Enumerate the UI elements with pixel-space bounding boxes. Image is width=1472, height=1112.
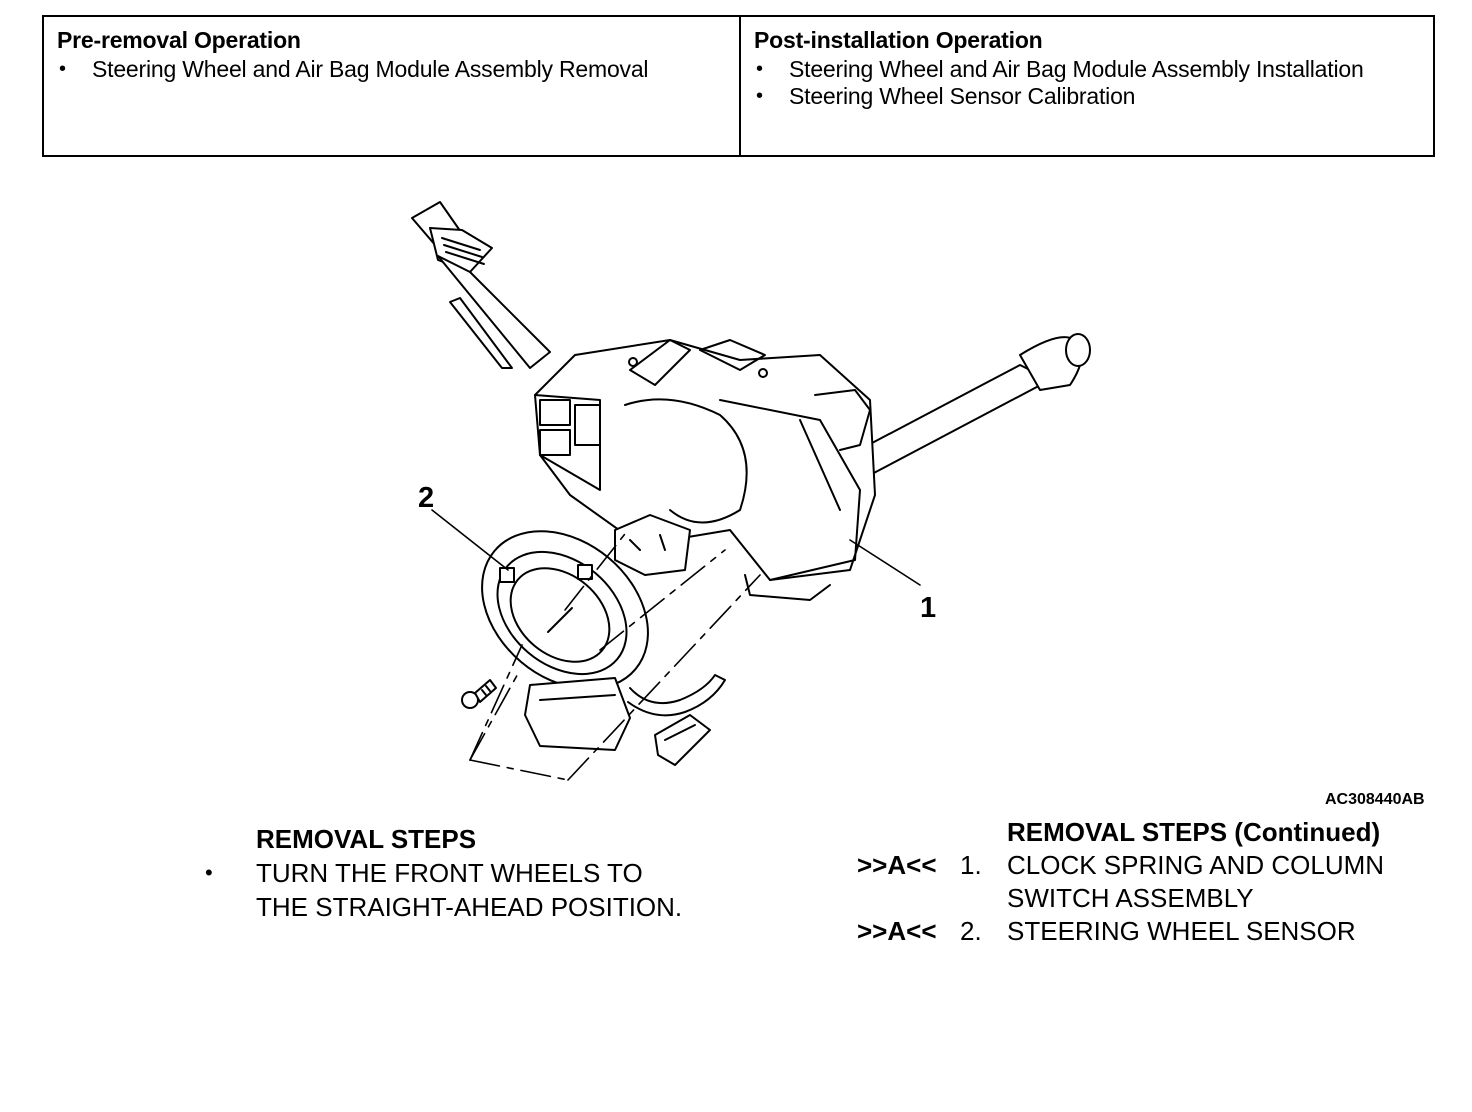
step-number: 1. bbox=[960, 850, 982, 880]
removal-steps-continued: REMOVAL STEPS (Continued) >>A<< 1. CLOCK… bbox=[857, 816, 1427, 948]
post-installation-item: Steering Wheel and Air Bag Module Assemb… bbox=[789, 56, 1364, 82]
screw-illustration bbox=[461, 679, 497, 709]
callout-1-leader bbox=[849, 539, 921, 586]
list-item: • Steering Wheel Sensor Calibration bbox=[754, 83, 1433, 110]
preliminary-step-line: THE STRAIGHT-AHEAD POSITION. bbox=[256, 892, 683, 922]
bullet-icon: • bbox=[205, 860, 213, 885]
post-installation-list: • Steering Wheel and Air Bag Module Asse… bbox=[754, 56, 1433, 110]
pre-removal-cell: Pre-removal Operation • Steering Wheel a… bbox=[44, 17, 741, 155]
pre-removal-list: • Steering Wheel and Air Bag Module Asse… bbox=[57, 56, 739, 83]
right-lever-illustration bbox=[854, 333, 1091, 476]
callout-1: 1 bbox=[920, 592, 937, 624]
step-text: CLOCK SPRING AND COLUMN bbox=[1007, 850, 1385, 880]
left-lever-illustration bbox=[411, 201, 551, 369]
assembly-guide-lines bbox=[469, 529, 761, 781]
step-text: STEERING WHEEL SENSOR bbox=[1007, 916, 1356, 946]
list-item: • Steering Wheel and Air Bag Module Asse… bbox=[754, 56, 1433, 83]
bullet-spacer bbox=[205, 890, 256, 924]
switch-body-illustration bbox=[534, 339, 876, 601]
operations-table: Pre-removal Operation • Steering Wheel a… bbox=[42, 15, 1435, 157]
pre-removal-item: Steering Wheel and Air Bag Module Assemb… bbox=[92, 56, 649, 82]
bullet-icon: • bbox=[756, 58, 763, 80]
step-reference-spacer bbox=[857, 882, 960, 915]
step-reference: >>A<< bbox=[857, 850, 937, 880]
table-row: SWITCH ASSEMBLY bbox=[857, 882, 1427, 915]
callout-2-leader bbox=[431, 509, 509, 571]
list-item: • Steering Wheel and Air Bag Module Asse… bbox=[57, 56, 739, 83]
preliminary-step-line: TURN THE FRONT WHEELS TO bbox=[256, 858, 643, 888]
bullet-icon: • bbox=[756, 85, 763, 107]
step-reference: >>A<< bbox=[857, 916, 937, 946]
figure-code: AC308440AB bbox=[1325, 791, 1425, 808]
removal-steps-heading: REMOVAL STEPS bbox=[256, 824, 477, 854]
list-item: • TURN THE FRONT WHEELS TO bbox=[205, 856, 682, 890]
callout-2: 2 bbox=[418, 482, 435, 514]
post-installation-cell: Post-installation Operation • Steering W… bbox=[741, 17, 1433, 155]
removal-steps-continued-heading: REMOVAL STEPS (Continued) bbox=[1007, 817, 1381, 847]
step-number-spacer bbox=[960, 882, 1007, 915]
post-installation-title: Post-installation Operation bbox=[754, 27, 1043, 53]
column-switch-diagram bbox=[411, 201, 1091, 781]
step-number: 2. bbox=[960, 916, 982, 946]
step-text: SWITCH ASSEMBLY bbox=[1007, 883, 1254, 913]
list-item: THE STRAIGHT-AHEAD POSITION. bbox=[205, 890, 682, 924]
pre-removal-title: Pre-removal Operation bbox=[57, 27, 301, 53]
bullet-icon: • bbox=[59, 58, 66, 80]
post-installation-item: Steering Wheel Sensor Calibration bbox=[789, 83, 1136, 109]
removal-steps: REMOVAL STEPS • TURN THE FRONT WHEELS TO… bbox=[205, 822, 682, 924]
table-row: >>A<< 1. CLOCK SPRING AND COLUMN bbox=[857, 849, 1427, 882]
table-row: >>A<< 2. STEERING WHEEL SENSOR bbox=[857, 915, 1427, 948]
